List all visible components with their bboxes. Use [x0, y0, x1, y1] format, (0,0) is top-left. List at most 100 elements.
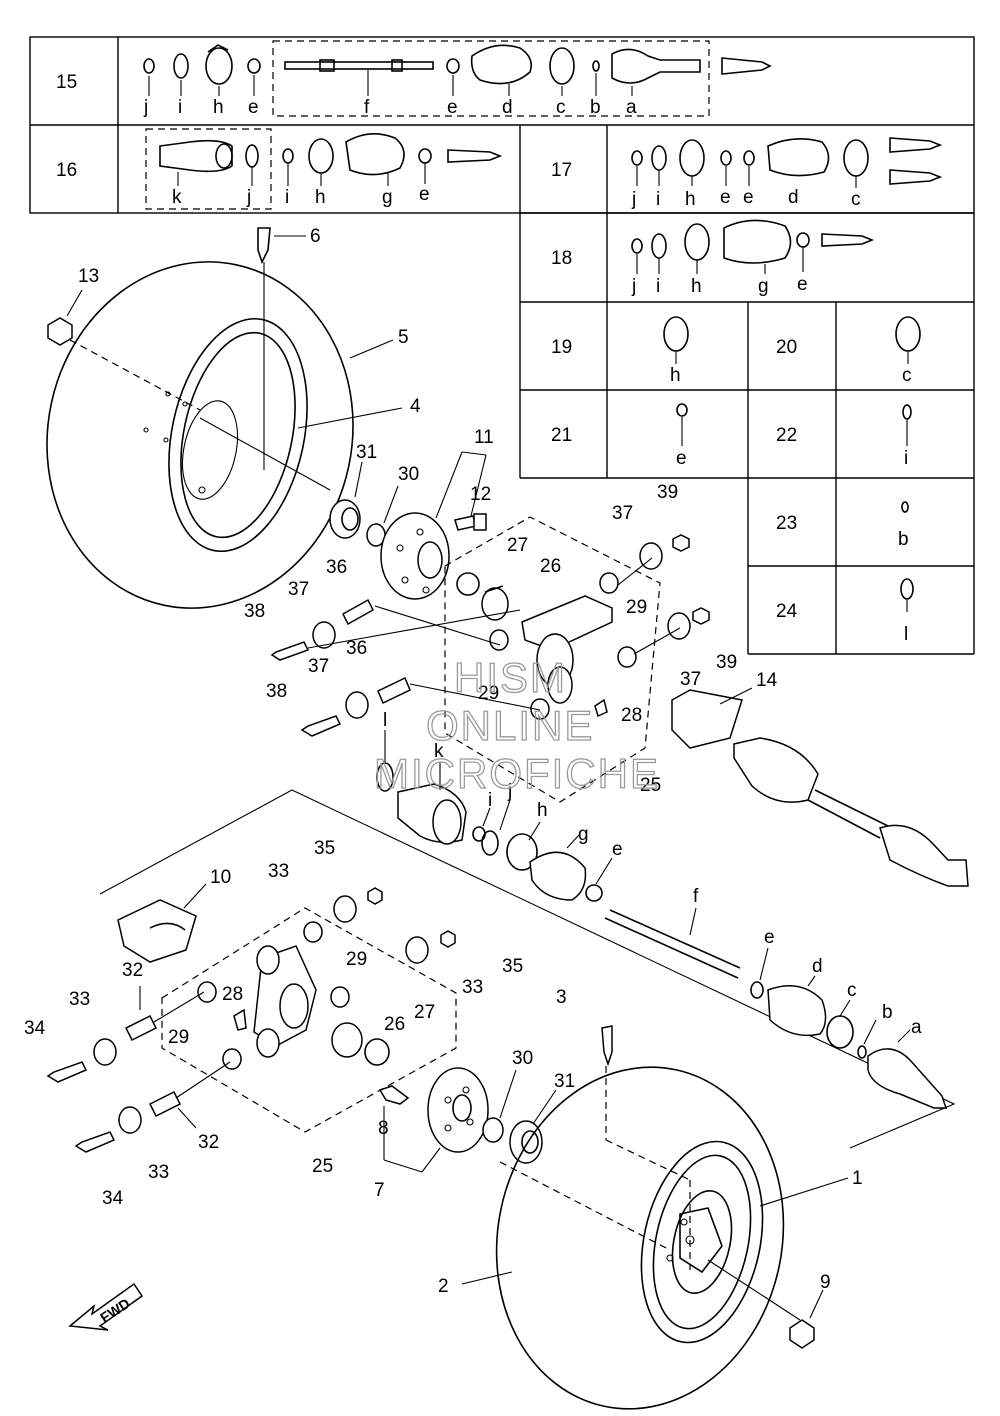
kit-15-letter-b: b: [590, 97, 601, 118]
callout-g-upper: g: [578, 824, 589, 845]
callout-2: 2: [438, 1276, 449, 1297]
callout-31-upper: 31: [356, 442, 377, 463]
callout-29-upper-a: 29: [626, 597, 647, 618]
kit-row-15-parts: j i h e f e d c b a: [143, 40, 772, 118]
kit-17-letter-j: j: [631, 189, 636, 210]
callout-3: 3: [556, 987, 567, 1008]
kit-15-letter-h: h: [213, 97, 224, 118]
callout-6: 6: [310, 226, 321, 247]
upper-wheel-assembly: 13 6 5 4 31 30 11 12 27 26 36 37 38 36 3…: [46, 226, 969, 902]
callout-26-upper: 26: [540, 556, 561, 577]
callout-27-upper: 27: [507, 535, 528, 556]
callout-a-lower: a: [911, 1017, 922, 1038]
callout-27-lower: 27: [414, 1002, 435, 1023]
kit-15-letter-a: a: [626, 97, 637, 118]
callout-38-a: 38: [244, 601, 265, 622]
kit-17-letter-d: d: [788, 187, 799, 208]
callout-36-a: 36: [326, 557, 347, 578]
callout-38-b: 38: [266, 681, 287, 702]
callout-34-b: 34: [102, 1188, 124, 1209]
callout-14: 14: [756, 670, 778, 691]
callout-33-a: 33: [268, 861, 289, 882]
callout-35-b: 35: [502, 956, 523, 977]
forward-arrow-icon: FWD: [68, 1282, 144, 1331]
callout-k-upper: k: [434, 741, 444, 762]
callout-11: 11: [474, 427, 494, 448]
callout-h-upper: h: [537, 800, 548, 821]
kit-24-letter-l: l: [904, 624, 908, 645]
kit-row-15-number: 15: [56, 72, 77, 93]
kit-16-letter-e: e: [419, 184, 430, 205]
kit-17-letter-i: i: [656, 189, 660, 210]
callout-35-a: 35: [314, 838, 335, 859]
kit-18-letter-j: j: [631, 276, 636, 297]
watermark-line3: MICROFICHE: [374, 750, 660, 797]
kit-15-letter-i: i: [178, 97, 182, 118]
callout-29-lower-b: 29: [346, 949, 367, 970]
callout-33-b: 33: [69, 989, 90, 1010]
kit-16-letter-g: g: [382, 187, 393, 208]
callout-9: 9: [820, 1272, 831, 1293]
kit-17-letter-h: h: [685, 189, 696, 210]
callout-l-upper: l: [383, 710, 387, 731]
kit-15-letter-e2: e: [447, 97, 458, 118]
kit-22-letter-i: i: [904, 448, 908, 469]
kit-17-letter-c: c: [851, 189, 861, 210]
callout-j-upper: j: [507, 781, 512, 802]
kit-20-letter-c: c: [902, 365, 912, 386]
kit-row-23-number: 23: [776, 513, 797, 534]
callout-31-lower: 31: [554, 1071, 575, 1092]
kit-rows-19-24-parts: h c e i b l: [663, 316, 921, 645]
callout-37-c: 37: [612, 503, 633, 524]
callout-1: 1: [852, 1168, 863, 1189]
callout-26-lower: 26: [384, 1014, 405, 1035]
callout-12: 12: [470, 484, 491, 505]
callout-30-lower: 30: [512, 1048, 533, 1069]
kit-15-letter-d: d: [502, 97, 513, 118]
callout-f-lower: f: [693, 886, 699, 907]
kit-17-letter-e: e: [720, 187, 731, 208]
callout-b-lower: b: [882, 1002, 893, 1023]
callout-32-b: 32: [198, 1132, 219, 1153]
kit-row-24-number: 24: [776, 601, 798, 622]
kit-23-letter-b: b: [898, 529, 909, 550]
kit-18-letter-g: g: [758, 276, 769, 297]
kit-15-letter-e: e: [248, 97, 259, 118]
kit-row-18-number: 18: [551, 248, 572, 269]
kit-18-letter-i: i: [656, 276, 660, 297]
kit-row-21-number: 21: [551, 425, 572, 446]
kit-18-letter-h: h: [691, 276, 702, 297]
kit-15-letter-f: f: [364, 97, 370, 118]
kit-17-letter-e2: e: [743, 187, 754, 208]
callout-7: 7: [374, 1180, 385, 1201]
kit-row-18-parts: j i h g e: [631, 219, 875, 297]
callout-32-a: 32: [122, 960, 143, 981]
callout-39-b: 39: [716, 652, 737, 673]
callout-28-lower: 28: [222, 984, 243, 1005]
kit-table: 15 16 17 18 19 20 21 22 23 24: [29, 36, 975, 655]
kit-16-letter-k: k: [172, 187, 182, 208]
callout-37-a: 37: [288, 579, 309, 600]
kit-row-20-number: 20: [776, 337, 797, 358]
callout-c-lower: c: [847, 980, 857, 1001]
callout-13: 13: [78, 266, 99, 287]
callout-10: 10: [210, 867, 231, 888]
callout-29-upper-b: 29: [478, 683, 499, 704]
kit-16-letter-j: j: [246, 187, 251, 208]
watermark-line1: HISM: [454, 654, 567, 701]
kit-row-19-number: 19: [551, 337, 572, 358]
callout-e-lower: e: [764, 927, 775, 948]
kit-21-letter-e: e: [676, 448, 687, 469]
callout-5: 5: [398, 327, 409, 348]
callout-i-upper: i: [488, 790, 492, 811]
callout-34-a: 34: [24, 1018, 46, 1039]
callout-25-lower: 25: [312, 1156, 333, 1177]
callout-30-upper: 30: [398, 464, 419, 485]
kit-row-16-number: 16: [56, 160, 77, 181]
kit-15-letter-c: c: [556, 97, 566, 118]
callout-36-b: 36: [346, 638, 367, 659]
callout-28-upper: 28: [621, 705, 642, 726]
watermark: HISM ONLINE MICROFICHE: [373, 653, 660, 797]
callout-4: 4: [410, 396, 421, 417]
